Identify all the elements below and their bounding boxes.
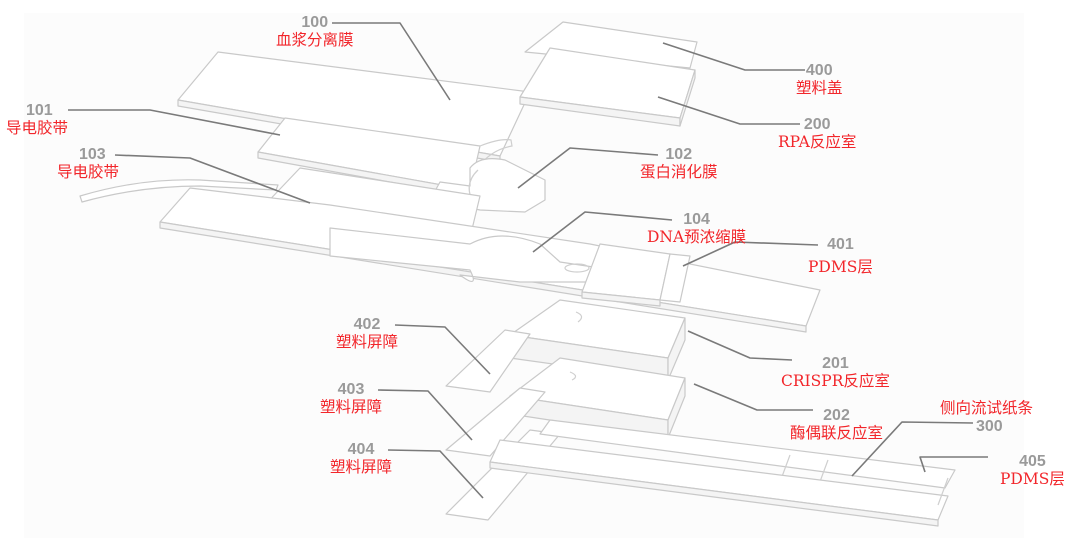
leader-101 bbox=[68, 109, 281, 136]
callout-number: 200 bbox=[803, 116, 831, 133]
callout-name: 蛋白消化膜 bbox=[640, 163, 718, 181]
callout-300: 侧向流试纸条 300 bbox=[940, 399, 1033, 435]
leader-400 bbox=[662, 42, 805, 71]
leader-403 bbox=[377, 389, 473, 441]
callout-name: 塑料屏障 bbox=[320, 398, 383, 416]
callout-number: 405 bbox=[1019, 453, 1046, 470]
callout-name: RPA反应室 bbox=[778, 133, 857, 151]
leader-404 bbox=[387, 449, 484, 499]
callout-name: 塑料屏障 bbox=[330, 458, 393, 476]
callout-name: PDMS层 bbox=[808, 258, 873, 276]
callout-number: 103 bbox=[79, 146, 106, 163]
leader-402 bbox=[394, 324, 491, 375]
callout-number: 100 bbox=[301, 14, 329, 31]
callout-name: 血浆分离膜 bbox=[276, 31, 354, 49]
part-enzyme-linked-chamber bbox=[509, 357, 686, 439]
callout-402: 402 塑料屏障 bbox=[336, 316, 398, 352]
callout-404: 404 塑料屏障 bbox=[330, 441, 392, 477]
part-pdms-layer-401 bbox=[581, 243, 691, 307]
leader-405 bbox=[919, 456, 988, 473]
callout-number: 403 bbox=[337, 381, 365, 398]
callout-200: 200 RPA反应室 bbox=[778, 116, 856, 152]
callout-number: 300 bbox=[976, 418, 1003, 435]
callout-201: 201 CRISPR反应室 bbox=[781, 355, 890, 391]
leader-401 bbox=[682, 241, 819, 267]
callout-number: 400 bbox=[805, 62, 833, 79]
leader-102 bbox=[517, 147, 659, 189]
callout-400: 400 塑料盖 bbox=[796, 62, 843, 98]
callout-name: 导电胶带 bbox=[6, 119, 69, 137]
leader-200 bbox=[657, 96, 800, 125]
callout-name: DNA预浓缩膜 bbox=[647, 228, 747, 246]
callout-name: 塑料盖 bbox=[796, 79, 843, 97]
callout-name: CRISPR反应室 bbox=[781, 372, 890, 390]
leader-201 bbox=[687, 330, 793, 361]
leader-lines bbox=[68, 22, 988, 499]
callout-name: 导电胶带 bbox=[57, 163, 120, 181]
part-conductive-tape-101 bbox=[257, 117, 513, 197]
part-plastic-barrier-402 bbox=[445, 329, 531, 393]
callout-202: 202 酶偶联反应室 bbox=[790, 407, 883, 443]
leader-202 bbox=[693, 383, 813, 411]
callout-name: PDMS层 bbox=[1000, 470, 1065, 488]
callout-104: 104 DNA预浓缩膜 bbox=[647, 211, 746, 247]
callout-number: 404 bbox=[347, 441, 375, 458]
callout-name: 塑料屏障 bbox=[336, 333, 399, 351]
callout-102: 102 蛋白消化膜 bbox=[640, 146, 718, 182]
callout-number: 201 bbox=[822, 355, 849, 372]
part-rpa-chamber bbox=[519, 47, 696, 127]
callout-name: 酶偶联反应室 bbox=[790, 424, 884, 442]
callout-number: 101 bbox=[26, 102, 53, 119]
callout-100: 100 血浆分离膜 bbox=[276, 14, 354, 50]
callout-number: 104 bbox=[683, 211, 710, 228]
callout-101: 101 导电胶带 bbox=[6, 102, 68, 138]
callout-number: 402 bbox=[353, 316, 381, 333]
callout-number: 401 bbox=[827, 236, 854, 253]
callout-number: 102 bbox=[665, 146, 693, 163]
callout-403: 403 塑料屏障 bbox=[320, 381, 382, 417]
leader-300 bbox=[851, 421, 974, 477]
leader-103 bbox=[114, 154, 311, 204]
part-pdms-layer-405 bbox=[489, 439, 949, 527]
callout-number: 202 bbox=[823, 407, 850, 424]
callout-401: 401 PDMS层 bbox=[808, 236, 873, 277]
callout-405: 405 PDMS层 bbox=[1000, 453, 1065, 489]
leader-104 bbox=[532, 211, 673, 253]
callout-103: 103 导电胶带 bbox=[57, 146, 119, 182]
leader-100 bbox=[332, 22, 451, 101]
callout-name: 侧向流试纸条 bbox=[940, 399, 1034, 417]
